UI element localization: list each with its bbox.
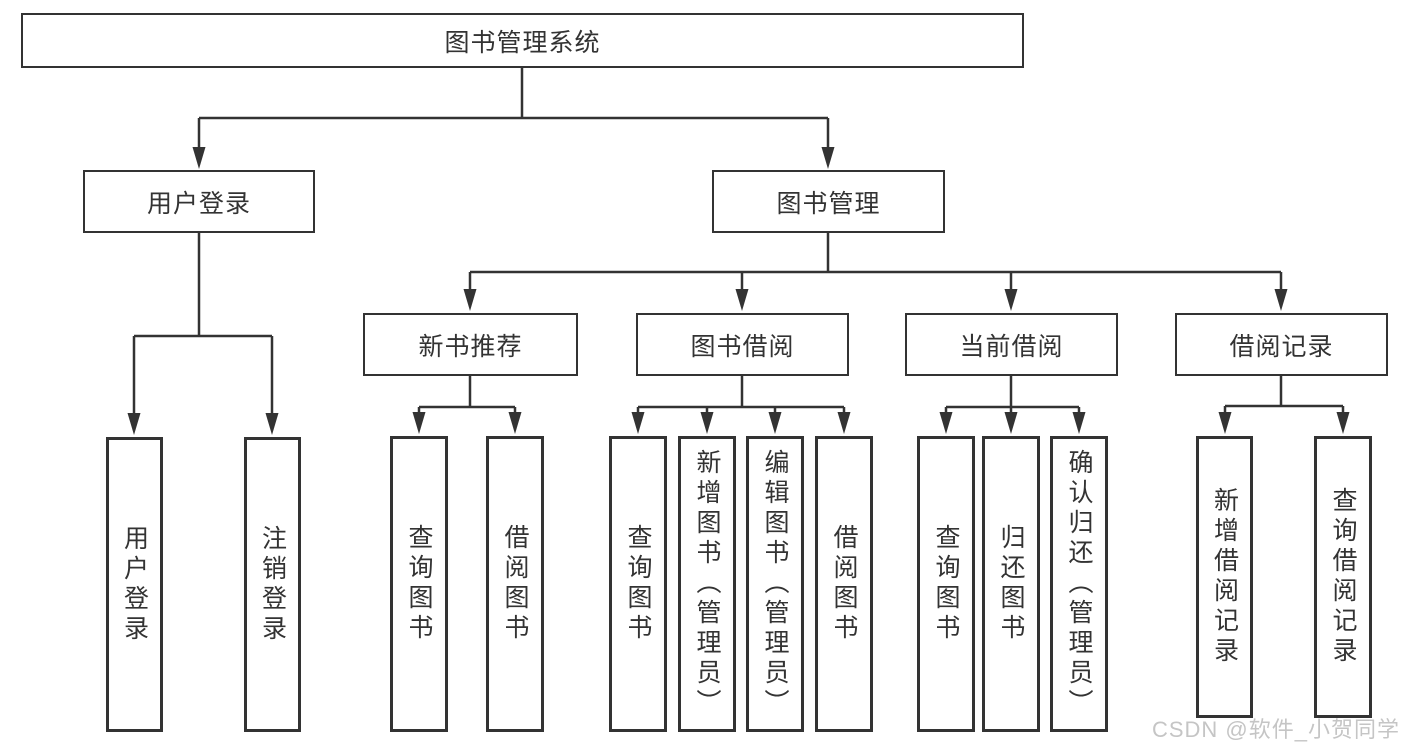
node-book-borrowing: 图书借阅 bbox=[636, 313, 849, 376]
leaf-confirm-return-admin: 确认归还（管理员） bbox=[1050, 436, 1108, 732]
leaf-logout: 注销登录 bbox=[244, 437, 301, 732]
leaf-query-borrow-record: 查询借阅记录 bbox=[1314, 436, 1372, 718]
node-new-book-recommendation: 新书推荐 bbox=[363, 313, 578, 376]
leaf-add-borrow-record: 新增借阅记录 bbox=[1196, 436, 1253, 718]
watermark: CSDN @软件_小贺同学 bbox=[1151, 717, 1400, 742]
node-borrowing-records: 借阅记录 bbox=[1175, 313, 1388, 376]
leaf-borrow-books-recommend: 借阅图书 bbox=[486, 436, 544, 732]
node-current-borrowing: 当前借阅 bbox=[905, 313, 1118, 376]
node-root: 图书管理系统 bbox=[21, 13, 1024, 68]
node-book-management: 图书管理 bbox=[712, 170, 945, 233]
leaf-user-login: 用户登录 bbox=[106, 437, 163, 732]
leaf-query-books-recommend: 查询图书 bbox=[390, 436, 448, 732]
leaf-edit-books-admin: 编辑图书（管理员） bbox=[746, 436, 804, 732]
leaf-borrow-books: 借阅图书 bbox=[815, 436, 873, 732]
leaf-add-books-admin: 新增图书（管理员） bbox=[678, 436, 736, 732]
leaf-return-books: 归还图书 bbox=[982, 436, 1040, 732]
leaf-query-books-borrow: 查询图书 bbox=[609, 436, 667, 732]
leaf-query-books-current: 查询图书 bbox=[917, 436, 975, 732]
node-user-login: 用户登录 bbox=[83, 170, 315, 233]
